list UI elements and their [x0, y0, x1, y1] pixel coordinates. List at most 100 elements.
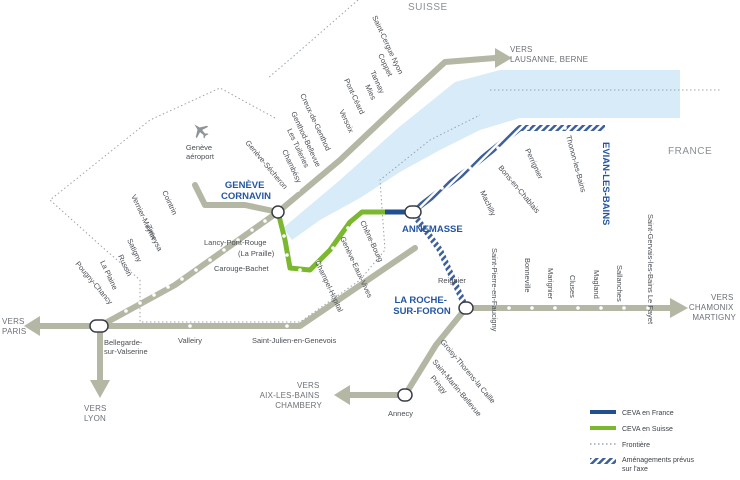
station-dot	[331, 246, 335, 250]
direction-paris-name: PARIS	[2, 327, 26, 336]
station-dot	[496, 146, 500, 150]
station-russin: Russin	[116, 253, 134, 278]
hub-evian-label: EVIAN-LES-BAINS	[600, 142, 611, 225]
station-dot	[449, 338, 453, 342]
station-dot	[296, 188, 300, 192]
hub-nodes	[89, 205, 474, 402]
node-annemasse	[404, 205, 422, 219]
country-label-switzerland: SUISSE	[408, 2, 448, 13]
station-dot	[316, 260, 320, 264]
station-dot	[250, 228, 254, 232]
direction-aix-vers: VERS	[297, 381, 320, 390]
station-dot	[374, 116, 378, 120]
arrow-paris	[24, 316, 40, 336]
ceva-suisse-line	[275, 209, 385, 273]
station-dot	[309, 176, 313, 180]
direction-lyon-label: VERS LYON	[84, 404, 109, 423]
station-dot	[285, 324, 289, 328]
direction-paris-label: VERS PARIS	[2, 317, 27, 336]
direction-chamonix-label: VERS CHAMONIX MARTIGNY	[689, 293, 737, 322]
station-dot	[282, 234, 286, 238]
legend-amenagements-line2: sur l'axe	[622, 466, 648, 473]
station-zimeysa: Zimeysa	[144, 223, 164, 253]
node-bellegarde	[89, 319, 109, 333]
station-bellegarde-line1: Bellegarde-	[104, 338, 143, 347]
station-versoix: Versoix	[337, 108, 356, 134]
station-saint-julien: Saint-Julien-en-Genevois	[252, 336, 336, 345]
station-dot	[346, 226, 350, 230]
hub-cornavin-line1: GENÈVE	[225, 180, 265, 191]
airport-label-line1: Genève	[186, 143, 212, 152]
hub-roche-label: LA ROCHE- SUR-FORON	[393, 295, 451, 317]
airport-label-line2: aéroport	[186, 152, 215, 161]
station-dot	[387, 104, 391, 108]
station-dot	[553, 306, 557, 310]
hub-roche-line2: SUR-FORON	[393, 306, 451, 317]
hub-annemasse-label: ANNEMASSE	[402, 224, 463, 235]
legend-swatch-amenagements	[590, 458, 616, 464]
station-dot	[263, 219, 267, 223]
station-dot	[439, 354, 443, 358]
airport-label: Genève aéroport	[186, 143, 215, 161]
station-valleiry: Valleiry	[178, 336, 202, 345]
station-perrignier: Perrignier	[523, 147, 545, 181]
station-cluses: Cluses	[568, 275, 577, 298]
station-dot	[622, 306, 626, 310]
legend-frontiere: Frontière	[622, 442, 650, 449]
hub-cornavin-line2: CORNAVIN	[221, 191, 271, 202]
station-dot	[507, 306, 511, 310]
station-dot	[361, 128, 365, 132]
station-machilly: Machilly	[478, 189, 498, 218]
station-magland: Magland	[592, 270, 601, 299]
direction-lausanne-label: VERS LAUSANNE, BERNE	[510, 45, 588, 64]
legend-amenagements: Aménagements prévus sur l'axe	[622, 457, 696, 473]
legend-ceva-suisse: CEVA en Suisse	[622, 426, 673, 433]
station-dot	[400, 92, 404, 96]
node-cornavin	[271, 205, 285, 219]
station-dot	[335, 152, 339, 156]
station-dot	[285, 253, 289, 257]
direction-paris-vers: VERS	[2, 317, 25, 326]
station-dot	[166, 285, 170, 289]
station-dot	[576, 306, 580, 310]
station-dot	[526, 126, 530, 130]
arrow-chamonix	[670, 298, 688, 318]
direction-chamonix-vers: VERS	[711, 293, 734, 302]
station-labels-arve: Saint-Pierre-en-Faucigny Bonneville Mari…	[490, 214, 655, 332]
station-dot	[413, 80, 417, 84]
station-lancy-pont-rouge: Lancy-Pont-Rouge	[204, 238, 267, 247]
station-dot	[468, 166, 472, 170]
station-dot	[428, 370, 432, 374]
direction-aix-name: AIX-LES-BAINS	[260, 391, 320, 400]
planned-upgrades	[409, 125, 605, 310]
node-roche	[458, 301, 474, 315]
station-bellegarde-line2: sur-Valserine	[104, 347, 148, 356]
station-dot	[530, 306, 534, 310]
hub-cornavin-label: GENÈVE CORNAVIN	[221, 180, 271, 202]
station-dot	[208, 258, 212, 262]
station-dot	[222, 248, 226, 252]
direction-martigny-name: MARTIGNY	[692, 313, 736, 322]
station-dot	[138, 301, 142, 305]
station-marignier: Marignier	[546, 268, 555, 300]
direction-lyon-vers: VERS	[84, 404, 107, 413]
station-annecy: Annecy	[388, 409, 413, 418]
direction-arrows	[24, 48, 688, 405]
direction-chambery-name: CHAMBERY	[275, 401, 322, 410]
station-dot	[180, 277, 184, 281]
station-saint-gervais-le-fayet: Saint-Gervais-les-Bains Le Fayet	[646, 214, 655, 325]
frontier-lines	[49, 0, 720, 323]
station-dot	[124, 309, 128, 313]
station-dot	[236, 238, 240, 242]
legend-amenagements-line1: Aménagements prévus	[622, 457, 694, 464]
station-dot	[646, 306, 650, 310]
direction-lausanne-name: LAUSANNE, BERNE	[510, 55, 588, 64]
station-la-praille: (La Praille)	[238, 249, 275, 258]
lake-geneva	[283, 70, 680, 240]
station-dot	[348, 140, 352, 144]
station-dot	[438, 262, 442, 266]
arrow-aix	[334, 385, 350, 405]
direction-chamonix-name: CHAMONIX	[689, 303, 734, 312]
station-sallanches: Sallanches	[615, 265, 624, 302]
